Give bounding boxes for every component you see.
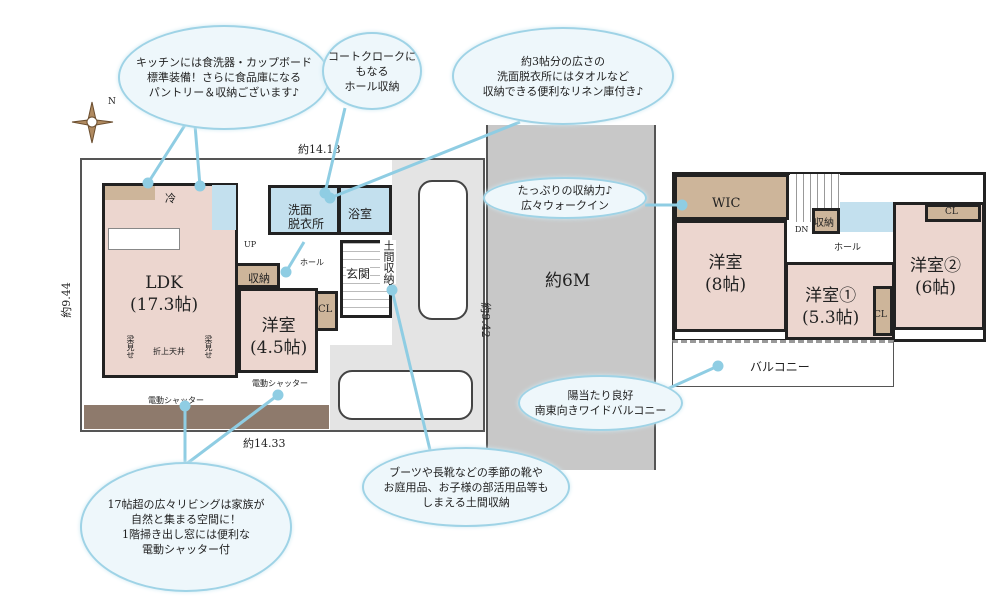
hall-storage	[235, 263, 280, 288]
balcony-label: バルコニー	[750, 360, 810, 374]
western-room-2-label: 洋室② (6帖)	[910, 256, 961, 298]
western-room-2	[893, 202, 985, 330]
beam-right: 梁見せ	[204, 335, 213, 359]
western-room-8	[674, 220, 787, 332]
ldk-label: LDK (17.3帖)	[130, 273, 199, 315]
fridge-label: 冷	[165, 192, 176, 205]
compass-north-label: N	[108, 97, 116, 107]
doma-storage-label: 土間収納	[380, 240, 396, 284]
closet-2f-1-label: CL	[874, 310, 887, 320]
car-icon	[418, 180, 468, 320]
ceiling-label: 折上天井	[153, 347, 185, 356]
hall-2f-label: ホール	[834, 243, 862, 253]
closet	[315, 291, 338, 331]
stairs-up-label: UP	[244, 240, 257, 249]
hall-storage-label: 収納	[248, 272, 270, 285]
toilet-2f	[840, 202, 895, 232]
closet-2f-1	[873, 286, 893, 336]
closet-2f-2	[925, 204, 981, 222]
pantry	[105, 186, 155, 200]
callout-kitchen: キッチンには食洗器・カップボード 標準装備！さらに食品庫になる パントリー＆収納…	[118, 25, 330, 130]
closet-2f-2-label: CL	[945, 207, 958, 217]
shutter-label-ldk: 電動シャッター	[148, 396, 204, 405]
site-boundary	[80, 158, 485, 432]
car-icon	[338, 370, 473, 420]
kitchen-counter	[108, 228, 180, 250]
beam-left: 梁見せ	[126, 335, 135, 359]
balcony	[672, 340, 894, 387]
bathroom	[338, 185, 392, 235]
callout-doma-storage: ブーツや長靴などの季節の靴や お庭用品、お子様の部活用品等も しまえる土間収納	[362, 447, 570, 527]
callout-wic: たっぷりの収納力♪ 広々ウォークイン	[483, 177, 647, 219]
wic-label: WIC	[712, 196, 741, 211]
dimension-top: 約14.18	[298, 143, 341, 156]
storage-2f	[812, 208, 840, 234]
compass-icon	[70, 100, 115, 145]
callout-linen: 約3帖分の広さの 洗面脱衣所にはタオルなど 収納できる便利なリネン庫付き♪	[452, 27, 674, 125]
western-room-label: 洋室 (4.5帖)	[250, 316, 308, 358]
western-room-8-label: 洋室 (8帖)	[705, 253, 747, 295]
terrace-strip	[84, 405, 329, 429]
shutter-label-western: 電動シャッター	[252, 379, 308, 388]
storage-2f-label: 収納	[814, 218, 834, 229]
road-width-label: 約6M	[545, 271, 591, 291]
hall-label: ホール	[300, 258, 324, 267]
washroom-label: 洗面 脱衣所	[288, 203, 325, 231]
western-room-1-label: 洋室① (5.3帖)	[802, 286, 860, 328]
callout-living: 17帖超の広々リビングは家族が 自然と集まる空間に！ 1階掃き出し窓には便利な …	[80, 462, 292, 592]
wic	[674, 174, 789, 220]
toilet	[212, 185, 236, 230]
callout-coat-storage: コートクロークにもなる ホール収納	[322, 32, 422, 110]
genkan-label: 玄関	[346, 265, 371, 282]
dimension-bottom: 約14.33	[243, 437, 286, 450]
closet-label: CL	[318, 304, 333, 315]
bathroom-label: 浴室	[348, 207, 373, 221]
stairs-down-label: DN	[795, 225, 809, 234]
callout-balcony: 陽当たり良好 南東向きワイドバルコニー	[518, 375, 683, 431]
